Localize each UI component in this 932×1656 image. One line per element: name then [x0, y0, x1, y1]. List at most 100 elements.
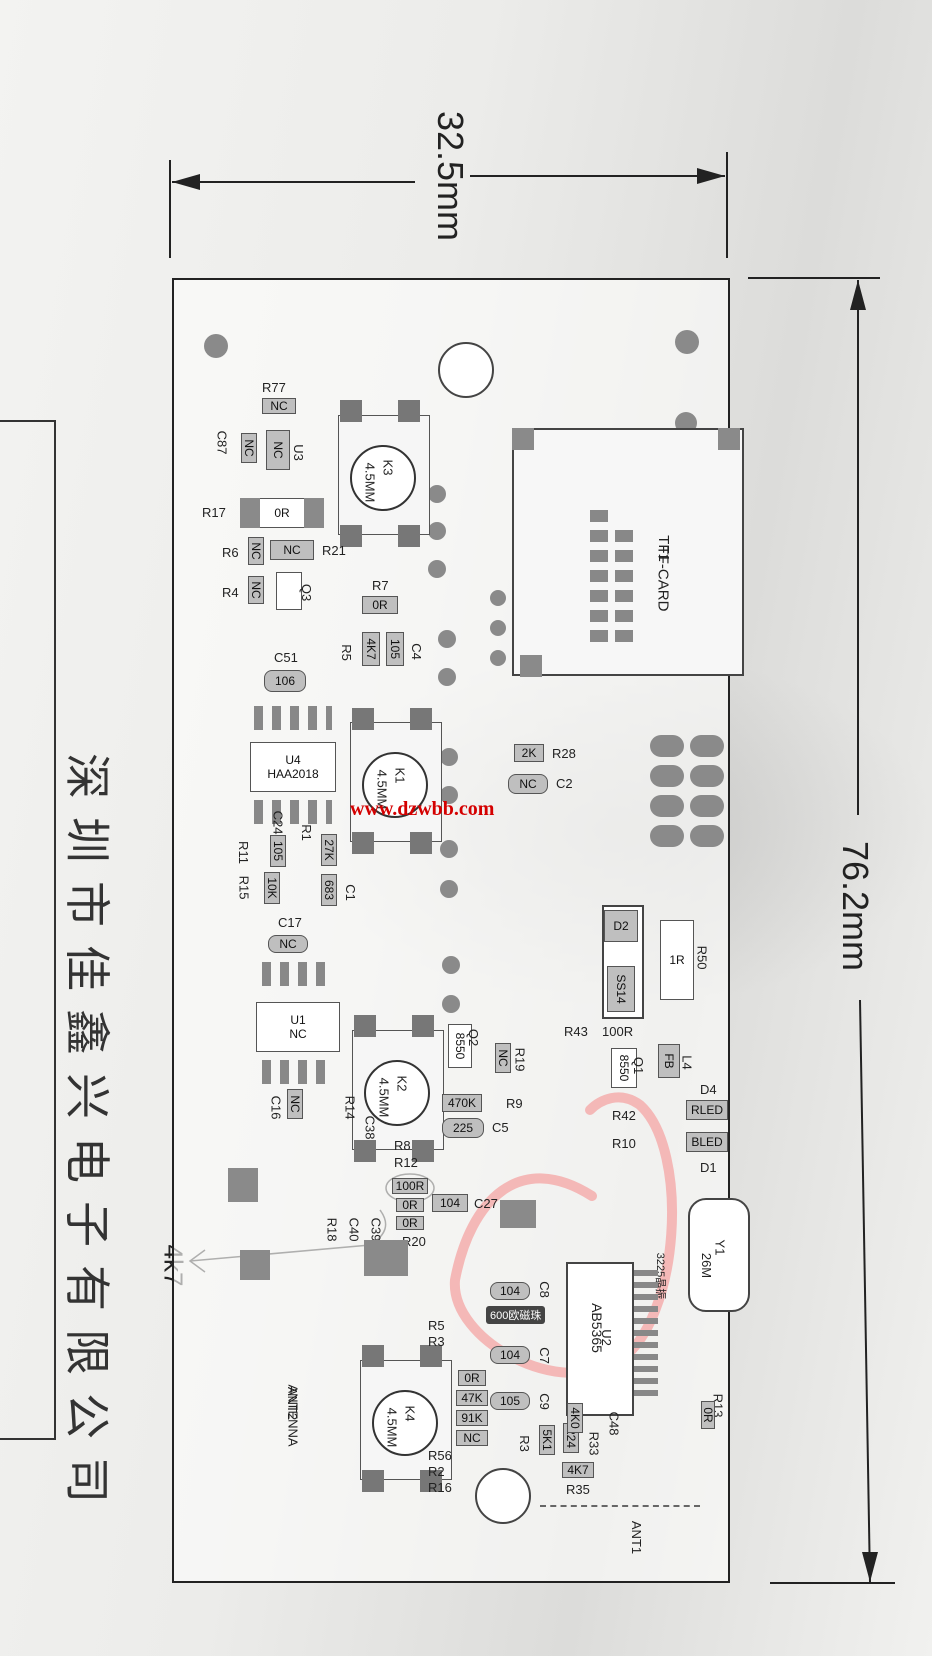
r15-label: R15 — [236, 875, 252, 900]
r43-label: R43 — [564, 1024, 588, 1039]
pad — [650, 825, 684, 847]
r50-chip: 1R — [660, 920, 694, 1000]
fiducial-dot — [675, 330, 699, 354]
r28-chip: 2K — [514, 744, 544, 762]
antenna-trace — [540, 1505, 700, 1509]
r3b-label: R3 — [516, 1435, 532, 1452]
fiducial-dot — [204, 334, 228, 358]
r7-chip: 0R — [362, 596, 398, 614]
pad — [520, 655, 542, 677]
height-dimension-label: 76.2mm — [835, 840, 877, 972]
k4-value: 4.5MM — [384, 1407, 400, 1448]
r8-label: R8 — [394, 1138, 411, 1153]
k3-value: 4.5MM — [362, 462, 378, 503]
switch-tab — [354, 1015, 376, 1037]
r3b-chip: 5K1 — [539, 1425, 555, 1455]
c17-label: C17 — [278, 915, 302, 930]
c5-label: C5 — [492, 1120, 509, 1135]
u4-value: HAA2018 — [267, 767, 319, 781]
k2-value: 4.5MM — [376, 1077, 392, 1118]
r12-chip: 100R — [392, 1178, 428, 1194]
r21-label: R21 — [322, 543, 346, 558]
u3-chip: NC — [266, 430, 290, 470]
mounting-hole-top — [438, 342, 494, 398]
u2-outline — [566, 1262, 634, 1416]
y1-label: Y1 — [712, 1239, 728, 1256]
y1-outline — [688, 1198, 750, 1312]
d2-label: D2 — [604, 910, 638, 942]
c48-chip: 4K0 — [567, 1403, 583, 1433]
v-nc-chip: NC — [456, 1430, 488, 1446]
test-point — [428, 485, 446, 503]
r77-chip: NC — [262, 398, 296, 414]
r50-label: R50 — [694, 945, 710, 970]
c8-label: C8 — [536, 1281, 552, 1298]
ant2-value: ANTENNA — [285, 1384, 301, 1447]
test-point — [438, 668, 456, 686]
switch-k2[interactable] — [364, 1060, 430, 1126]
r9-label: R9 — [506, 1096, 523, 1111]
switch-k1[interactable] — [362, 752, 428, 818]
test-point — [440, 840, 458, 858]
pad — [690, 765, 724, 787]
r7-label: R7 — [372, 578, 389, 593]
v0r-chip: 0R — [396, 1198, 424, 1212]
k4-label: K4 — [402, 1405, 418, 1422]
c27-label: C27 — [474, 1196, 498, 1211]
q3-chip — [276, 572, 302, 610]
pad — [240, 498, 260, 528]
u1-chip: U1 NC — [256, 1002, 340, 1052]
c8-chip: 104 — [490, 1282, 530, 1300]
u1-label: U1 — [290, 1013, 306, 1027]
test-point — [490, 620, 506, 636]
r6-label: R6 — [222, 545, 239, 560]
test-point — [428, 560, 446, 578]
c7-label: C7 — [536, 1347, 552, 1364]
switch-tab — [410, 832, 432, 854]
c9-label: C9 — [536, 1393, 552, 1410]
switch-tab — [362, 1470, 384, 1492]
v-47k-chip: 47K — [456, 1390, 488, 1406]
pad — [304, 498, 324, 528]
r35-label: R35 — [566, 1482, 590, 1497]
switch-tab — [362, 1345, 384, 1367]
pin-column — [634, 1270, 658, 1400]
pad — [228, 1168, 258, 1202]
test-point — [442, 995, 460, 1013]
pad — [615, 530, 633, 645]
r28-label: R28 — [552, 746, 576, 761]
switch-tab — [398, 525, 420, 547]
c17-chip: NC — [268, 935, 308, 953]
pad — [650, 795, 684, 817]
c1-chip: 683 — [321, 874, 337, 906]
d1-label: D1 — [700, 1160, 717, 1175]
c2-label: C2 — [556, 776, 573, 791]
r6-chip: NC — [248, 537, 264, 565]
pad — [590, 510, 608, 645]
u3-label: U3 — [290, 444, 306, 461]
r42-label: R42 — [612, 1108, 636, 1123]
c16-chip: NC — [287, 1089, 303, 1119]
r13-chip: 0R — [701, 1401, 715, 1429]
switch-k3[interactable] — [350, 445, 416, 511]
test-point — [490, 590, 506, 606]
d4-chip: RLED — [686, 1100, 728, 1120]
d1-chip: BLED — [686, 1132, 728, 1152]
r35-chip: 4K7 — [562, 1462, 594, 1478]
mounting-hole-bottom — [475, 1468, 531, 1524]
r19-label: R19 — [512, 1047, 528, 1072]
switch-k4[interactable] — [372, 1390, 438, 1456]
r9-chip: 470K — [442, 1094, 482, 1112]
test-point — [442, 956, 460, 974]
test-point — [440, 880, 458, 898]
u1-value: NC — [289, 1027, 307, 1041]
r17-label: R17 — [202, 505, 226, 520]
tf1-value: TF-CARD — [654, 545, 672, 612]
ant1-label: ANT1 — [629, 1520, 645, 1555]
r33-label: R33 — [586, 1431, 602, 1456]
pin-row — [262, 962, 334, 986]
c87-chip: NC — [241, 433, 257, 463]
test-point — [438, 630, 456, 648]
r1-chip: 27K — [321, 834, 337, 866]
c87-label: C87 — [214, 430, 230, 455]
